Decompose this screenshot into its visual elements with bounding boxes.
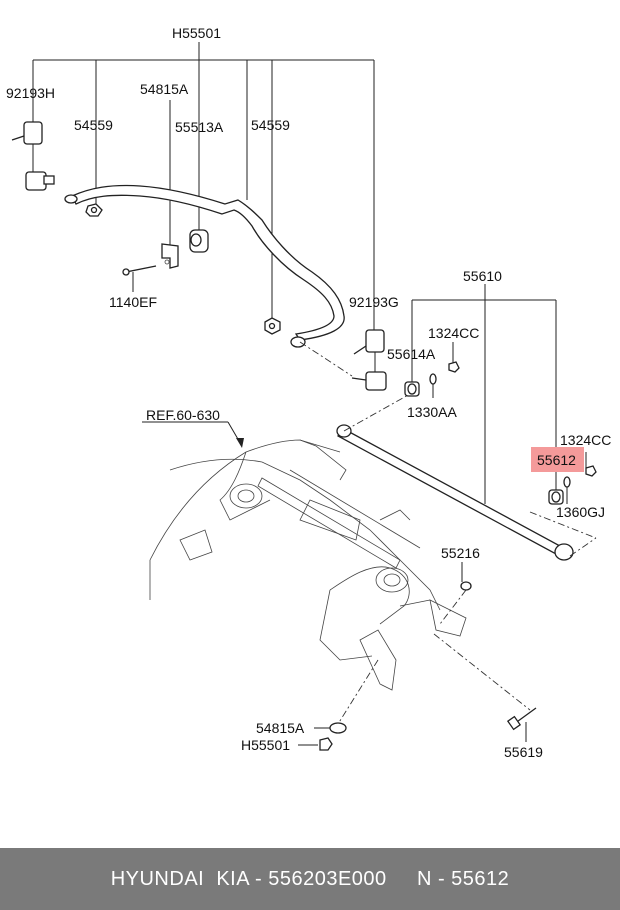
bushing-55612	[548, 489, 564, 505]
label-55614a: 55614A	[387, 346, 436, 362]
nut-54559-right	[264, 317, 281, 335]
suspension-exploded-diagram: H55501 92193H 54815A 54559 55513A 54559 …	[6, 25, 611, 760]
label-55619: 55619	[504, 744, 543, 760]
label-h55501-bottom: H55501	[241, 737, 290, 753]
label-54815a-bottom: 54815A	[256, 720, 305, 736]
ref-arrow	[142, 421, 244, 448]
stabilizer-link-right	[299, 329, 387, 391]
label-54559-right: 54559	[251, 117, 290, 133]
label-55513a: 55513A	[175, 119, 224, 135]
top-leader-lines	[32, 42, 375, 330]
label-55216: 55216	[441, 545, 480, 561]
nut-1324cc-b	[585, 465, 597, 477]
bolt-1140ef	[122, 265, 157, 276]
nut-1324cc-a	[448, 361, 460, 373]
footer-text: HYUNDAI KIA - 556203E000 N - 55612	[110, 867, 510, 890]
rear-axle-frame	[149, 439, 531, 725]
label-92193g: 92193G	[349, 294, 399, 310]
lateral-rod-55610	[336, 393, 597, 561]
label-55610: 55610	[463, 268, 502, 284]
nut-54559-left	[85, 203, 103, 217]
washer-1360gj	[563, 476, 571, 488]
label-54815a-top: 54815A	[140, 81, 189, 97]
label-1360gj: 1360GJ	[556, 504, 605, 520]
label-1324cc-b: 1324CC	[560, 432, 611, 448]
washer-1330aa	[429, 373, 437, 385]
label-1324cc-a: 1324CC	[428, 325, 479, 341]
stabilizer-bar	[64, 184, 345, 348]
label-1330aa: 1330AA	[407, 404, 457, 420]
stabilizer-link-left	[11, 121, 55, 191]
part-highlight	[531, 447, 584, 472]
part-number-footer: HYUNDAI KIA - 556203E000 N - 55612	[0, 848, 620, 910]
bracket-54815a	[161, 243, 179, 269]
label-54559-left: 54559	[74, 117, 113, 133]
label-55612: 55612	[537, 452, 576, 468]
label-ref: REF.60-630	[146, 407, 220, 423]
bottom-hardware	[298, 707, 537, 751]
bushing-55614a	[404, 381, 420, 397]
bushing-55513a	[189, 229, 209, 253]
label-h55501-top: H55501	[172, 25, 221, 41]
label-1140ef: 1140EF	[109, 294, 157, 310]
label-92193h: 92193H	[6, 85, 55, 101]
